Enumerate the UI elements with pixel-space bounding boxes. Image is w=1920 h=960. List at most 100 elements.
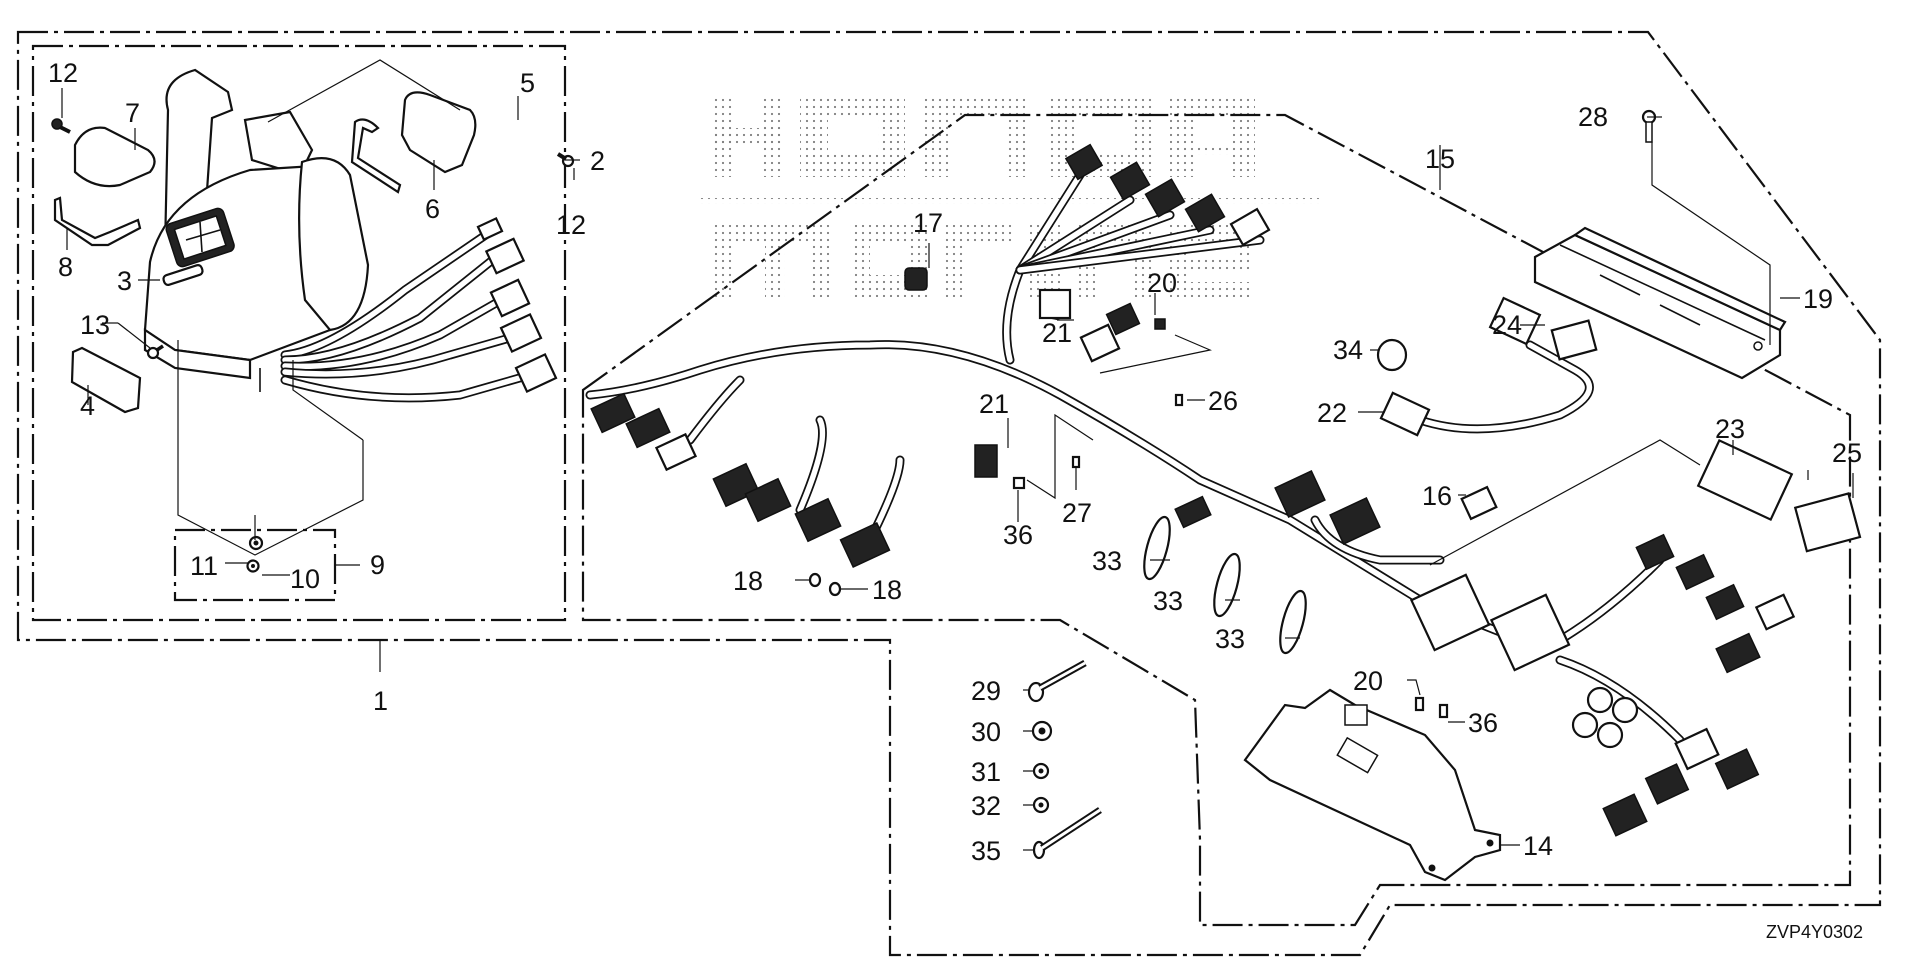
callout-5: 5	[520, 68, 535, 98]
callout-24: 24	[1492, 310, 1522, 340]
frame-assembly-9	[173, 528, 337, 602]
assembly-frames	[16, 30, 1882, 957]
callout-35: 35	[971, 836, 1001, 866]
harness-connectors	[590, 143, 1796, 837]
callout-17: 17	[913, 208, 943, 238]
control-box-body	[143, 163, 347, 362]
control-handle-grip	[298, 157, 370, 332]
screw-13-icon	[146, 344, 164, 360]
callout-32: 32	[971, 791, 1001, 821]
part-32-washer	[1032, 796, 1050, 814]
callout-13: 13	[80, 310, 110, 340]
part-16-connector	[1460, 485, 1498, 521]
part-29-bolt	[1027, 659, 1087, 703]
part-23-connector	[1696, 438, 1794, 522]
part-6-clip	[350, 118, 402, 194]
control-box-wiring	[280, 216, 558, 403]
remote-control-box	[143, 68, 370, 392]
callout-19: 19	[1803, 284, 1833, 314]
callout-14: 14	[1523, 831, 1553, 861]
callout-3: 3	[117, 266, 132, 296]
honda-marine-watermark	[700, 95, 1320, 297]
part-8-bracket	[53, 196, 142, 247]
part-30-nut	[1031, 720, 1053, 742]
part-7-cover	[73, 126, 156, 188]
callout-2: 2	[590, 146, 605, 176]
callout-22: 22	[1317, 398, 1347, 428]
frame-assembly-15	[581, 113, 1852, 927]
callout-29: 29	[971, 676, 1001, 706]
callout-18: 18	[733, 566, 763, 596]
callout-8: 8	[58, 252, 73, 282]
part-24-holder	[1550, 319, 1598, 361]
callout-9: 9	[370, 550, 385, 580]
part-17-grommet	[904, 267, 928, 291]
part-22-mating-box	[1488, 296, 1542, 346]
watermark-rule	[700, 198, 1320, 204]
callout-27: 27	[1062, 498, 1092, 528]
part-18b-grommet	[828, 581, 842, 597]
callout-labels: 12 7 5 6 12 8 3 13 4 2 11 10 9 1 15 28 1…	[48, 58, 1863, 942]
callout-23: 23	[1715, 414, 1745, 444]
callout-20: 20	[1147, 268, 1177, 298]
callout-31: 31	[971, 757, 1001, 787]
part-36b-terminal	[1438, 703, 1449, 719]
callout-7: 7	[125, 98, 140, 128]
part-21b-connector	[974, 444, 998, 478]
part-33b-cable-tie	[1213, 552, 1241, 618]
part-20a-terminal	[1154, 318, 1166, 330]
screw-12b-icon	[556, 152, 575, 168]
callout-21: 21	[1042, 318, 1072, 348]
wire-harness	[585, 143, 1796, 837]
part-5-cap	[400, 91, 477, 174]
callout-15: 15	[1425, 144, 1455, 174]
callout-33: 33	[1215, 624, 1245, 654]
callout-34: 34	[1333, 335, 1363, 365]
nut-10-icon	[246, 559, 260, 573]
part-28-bolt	[1641, 109, 1657, 143]
part-4-panel-cover	[70, 346, 142, 414]
part-27-terminal	[1071, 455, 1081, 469]
callout-18: 18	[872, 575, 902, 605]
callout-21: 21	[979, 389, 1009, 419]
callout-1: 1	[373, 686, 388, 716]
callout-36: 36	[1468, 708, 1498, 738]
part-35-bolt	[1032, 807, 1102, 860]
callout-10: 10	[290, 564, 320, 594]
callout-6: 6	[425, 194, 440, 224]
callout-12: 12	[48, 58, 78, 88]
part-20b-terminal	[1414, 696, 1425, 712]
callout-33: 33	[1153, 586, 1183, 616]
part-19-control-unit	[1533, 226, 1787, 380]
part-18a-grommet	[808, 572, 822, 588]
callout-28: 28	[1578, 102, 1608, 132]
callout-25: 25	[1832, 438, 1862, 468]
part-22-connector	[1379, 391, 1431, 437]
part-33c-cable-tie	[1279, 589, 1307, 655]
callout-36: 36	[1003, 520, 1033, 550]
part-14-bracket	[1243, 688, 1502, 882]
part-36a-terminal	[1012, 476, 1026, 490]
part-26-terminal	[1174, 393, 1184, 407]
part-21a-connector	[1038, 288, 1072, 320]
callout-11: 11	[190, 551, 218, 581]
callout-4: 4	[80, 391, 95, 421]
part-33a-cable-tie	[1143, 515, 1171, 581]
callout-12: 12	[556, 210, 586, 240]
leader-lines	[61, 59, 1854, 851]
callout-16: 16	[1422, 481, 1452, 511]
callout-30: 30	[971, 717, 1001, 747]
callout-20: 20	[1353, 666, 1383, 696]
frame-assembly-2	[31, 44, 567, 622]
part-25-cap	[1793, 492, 1862, 553]
screw-12a-icon	[51, 118, 71, 134]
callout-33: 33	[1092, 546, 1122, 576]
watermark-honda	[712, 95, 1255, 177]
part-31-washer	[1032, 762, 1050, 780]
callout-26: 26	[1208, 386, 1238, 416]
part-34-clamp	[1376, 338, 1408, 372]
washer-11-icon	[248, 535, 264, 551]
frame-assembly-1	[16, 30, 1882, 957]
